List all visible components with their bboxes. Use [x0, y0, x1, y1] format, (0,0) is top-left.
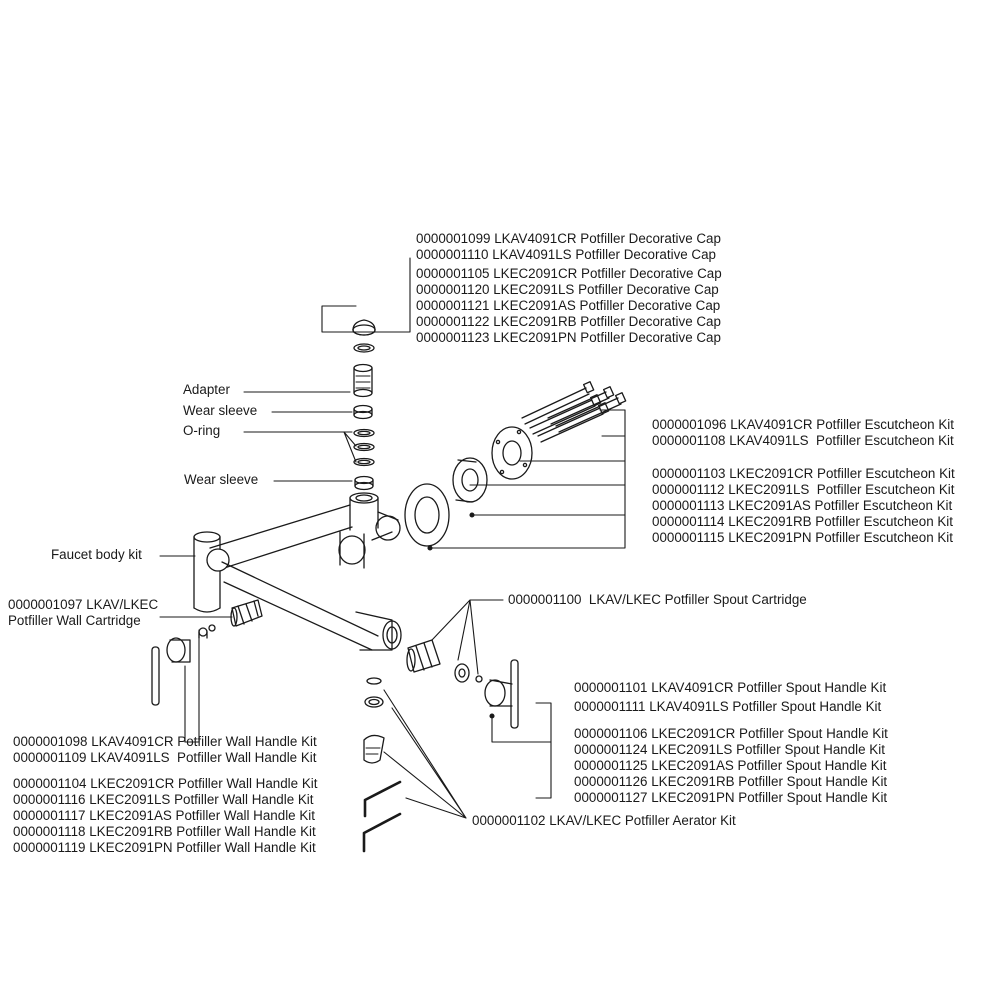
wear-sleeve-top-label: Wear sleeve — [183, 403, 258, 418]
wall-cartridge-part — [230, 599, 263, 627]
wall-handle-kit-label: 0000001104 LKEC2091CR Potfiller Wall Han… — [13, 776, 318, 791]
escutcheon-screws-part — [521, 381, 627, 443]
adapter-label: Adapter — [183, 382, 230, 397]
decorative-cap-label: 0000001121 LKEC2091AS Potfiller Decorati… — [416, 298, 721, 313]
o-ring-parts — [353, 428, 375, 467]
decorative-cap-label: 0000001110 LKAV4091LS Potfiller Decorati… — [416, 247, 716, 262]
spout-handle-kit-label: 0000001101 LKAV4091CR Potfiller Spout Ha… — [574, 680, 887, 695]
wall-handle-kit-label: 0000001116 LKEC2091LS Potfiller Wall Han… — [13, 792, 314, 807]
wall-cartridge-block: 0000001097 LKAV/LKEC Potfiller Wall Cart… — [8, 597, 158, 629]
hex-key-parts — [362, 780, 402, 853]
escutcheon-kit-label: 0000001096 LKAV4091CR Potfiller Escutche… — [652, 417, 954, 432]
spout-handle-kit-label: 0000001106 LKEC2091CR Potfiller Spout Ha… — [574, 726, 888, 741]
spout-handle-group-a: 0000001101 LKAV4091CR Potfiller Spout Ha… — [574, 680, 886, 715]
escutcheon-kit-label: 0000001115 LKEC2091PN Potfiller Escutche… — [652, 530, 953, 545]
decorative-cap-label: 0000001120 LKEC2091LS Potfiller Decorati… — [416, 282, 719, 297]
wear-sleeve-top-part — [353, 404, 373, 420]
wear-sleeve-bottom-part — [354, 475, 374, 491]
wall-handle-kit-label: 0000001118 LKEC2091RB Potfiller Wall Han… — [13, 824, 316, 839]
o-ring-label: O-ring — [183, 423, 221, 438]
spout-cartridge-label: 0000001100 LKAV/LKEC Potfiller Spout Car… — [508, 592, 807, 607]
spout-cartridge-part — [406, 639, 483, 683]
decorative-cap-label: 0000001123 LKEC2091PN Potfiller Decorati… — [416, 330, 721, 345]
spout-handle-kit-label: 0000001124 LKEC2091LS Potfiller Spout Ha… — [574, 742, 885, 757]
wall-cartridge-label: Potfiller Wall Cartridge — [8, 613, 141, 628]
decorative-cap-part — [352, 319, 376, 353]
decorative-cap-label: 0000001099 LKAV4091CR Potfiller Decorati… — [416, 231, 721, 246]
escutcheon-mounting-ring-part — [452, 457, 488, 503]
decorative-cap-label: 0000001122 LKEC2091RB Potfiller Decorati… — [416, 314, 721, 329]
spout-handle-group-b: 0000001106 LKEC2091CR Potfiller Spout Ha… — [574, 726, 888, 806]
aerator-parts — [363, 677, 385, 764]
escutcheon-kit-label: 0000001103 LKEC2091CR Potfiller Escutche… — [652, 466, 955, 481]
faucet-body-kit-label: Faucet body kit — [51, 547, 142, 562]
wall-handle-kit-label: 0000001098 LKAV4091CR Potfiller Wall Han… — [13, 734, 317, 749]
decorative-cap-group-a: 0000001099 LKAV4091CR Potfiller Decorati… — [416, 231, 721, 263]
escutcheon-flange-part — [491, 426, 533, 480]
escutcheon-kit-label: 0000001114 LKEC2091RB Potfiller Escutche… — [652, 514, 953, 529]
wall-cartridge-label: 0000001097 LKAV/LKEC — [8, 597, 159, 612]
escutcheon-plate-part — [404, 483, 450, 547]
adapter-part — [353, 363, 373, 398]
wall-handle-kit-label: 0000001109 LKAV4091LS Potfiller Wall Han… — [13, 750, 317, 765]
spout-handle-kit-label: 0000001127 LKEC2091PN Potfiller Spout Ha… — [574, 790, 888, 805]
escutcheon-group-a: 0000001096 LKAV4091CR Potfiller Escutche… — [652, 417, 954, 449]
decorative-cap-group-b: 0000001105 LKEC2091CR Potfiller Decorati… — [416, 266, 722, 346]
wear-sleeve-bottom-label: Wear sleeve — [184, 472, 259, 487]
wall-handle-group-a: 0000001098 LKAV4091CR Potfiller Wall Han… — [13, 734, 317, 766]
spout-handle-kit-label: 0000001125 LKEC2091AS Potfiller Spout Ha… — [574, 758, 887, 773]
faucet-body-part — [193, 492, 402, 651]
spout-handle-kit-label: 0000001111 LKAV4091LS Potfiller Spout Ha… — [574, 699, 882, 714]
escutcheon-group-b: 0000001103 LKEC2091CR Potfiller Escutche… — [652, 466, 955, 546]
leader-lines — [159, 257, 626, 819]
wall-handle-kit-label: 0000001117 LKEC2091AS Potfiller Wall Han… — [13, 808, 315, 823]
spout-handle-part — [484, 659, 519, 729]
wall-handle-part — [151, 624, 216, 706]
escutcheon-kit-label: 0000001113 LKEC2091AS Potfiller Escutche… — [652, 498, 953, 513]
spout-handle-kit-label: 0000001126 LKEC2091RB Potfiller Spout Ha… — [574, 774, 888, 789]
aerator-kit-label: 0000001102 LKAV/LKEC Potfiller Aerator K… — [472, 813, 736, 828]
escutcheon-kit-label: 0000001112 LKEC2091LS Potfiller Escutche… — [652, 482, 955, 497]
escutcheon-kit-label: 0000001108 LKAV4091LS Potfiller Escutche… — [652, 433, 954, 448]
wall-handle-group-b: 0000001104 LKEC2091CR Potfiller Wall Han… — [13, 776, 317, 856]
decorative-cap-label: 0000001105 LKEC2091CR Potfiller Decorati… — [416, 266, 722, 281]
wall-handle-kit-label: 0000001119 LKEC2091PN Potfiller Wall Han… — [13, 840, 316, 855]
